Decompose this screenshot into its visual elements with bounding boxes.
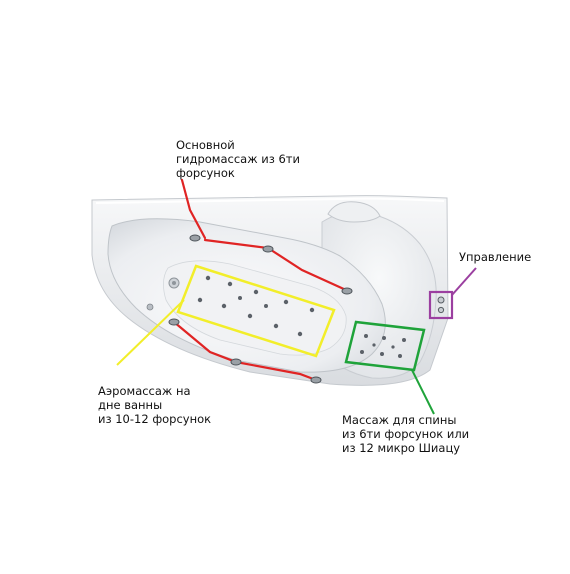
aero-nozzle-icon (227, 281, 233, 287)
hydro-line-top (203, 238, 348, 292)
back-massage-leader-line (411, 369, 435, 415)
hydro-nozzle-icon (168, 318, 180, 326)
tub-headrest (327, 201, 381, 223)
hydro-nozzle-icon (189, 234, 201, 242)
aero-nozzle-icon (197, 297, 203, 303)
aero-nozzle-icon (283, 299, 289, 305)
back-nozzle-icon (391, 345, 395, 349)
hydromassage-nozzles (168, 234, 353, 384)
control-label: Управление (459, 250, 532, 264)
tub-rim-highlight (95, 197, 445, 204)
aero-massage-label: Аэромассаж на дне ванны из 10-12 форсуно… (98, 384, 212, 426)
control-leader-line (451, 267, 477, 296)
back-massage-nozzles (360, 334, 406, 358)
back-nozzle-icon (382, 336, 386, 340)
aero-nozzle-icon (205, 275, 211, 281)
tub-basin-floor (163, 260, 347, 356)
aero-nozzle-icon (297, 331, 303, 337)
back-nozzle-icon (360, 350, 364, 354)
aero-nozzle-icon (247, 313, 253, 319)
back-nozzle-icon (380, 352, 384, 356)
main-hydromassage-label: Основной гидромассаж из 6ти форсунок (176, 138, 300, 180)
back-nozzle-icon (398, 354, 402, 358)
control-button-icon (437, 296, 445, 304)
aero-nozzle-icon (273, 323, 279, 329)
hydro-nozzle-icon (230, 358, 242, 366)
aero-nozzle-icon (238, 296, 242, 300)
hydro-line-label-leader (180, 178, 207, 240)
aero-frame (176, 264, 336, 358)
control-button-icon (437, 306, 445, 314)
aero-nozzle-icon (264, 304, 268, 308)
back-nozzle-icon (364, 334, 368, 338)
hydro-nozzle-icon (341, 287, 353, 295)
drain-center (172, 281, 176, 285)
back-massage-frame (344, 320, 426, 372)
aero-nozzle-icon (253, 289, 259, 295)
aero-nozzle-icon (221, 303, 227, 309)
aero-nozzle-icon (309, 307, 315, 313)
aero-leader-line (116, 299, 185, 366)
hydro-nozzle-icon (262, 245, 274, 253)
back-massage-label: Массаж для спины из 6ти форсунок или из … (342, 413, 470, 455)
control-panel-frame (428, 290, 454, 320)
back-nozzle-icon (402, 338, 406, 342)
hydro-nozzle-icon (310, 376, 322, 384)
aero-nozzles (197, 275, 315, 337)
back-nozzle-icon (372, 343, 376, 347)
overflow-fitting-icon (146, 303, 154, 311)
